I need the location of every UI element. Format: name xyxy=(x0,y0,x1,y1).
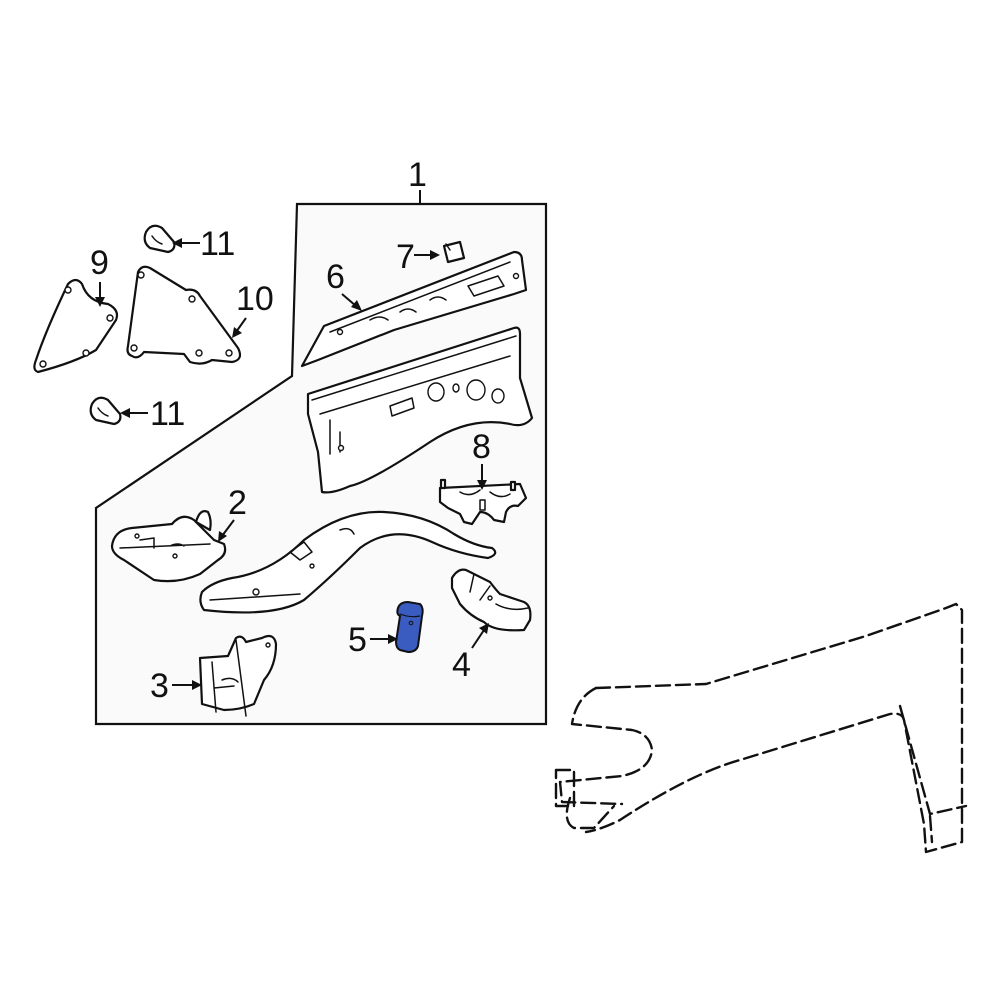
arrow-2 xyxy=(218,519,235,542)
arrow-7 xyxy=(414,250,440,260)
callout-8-label[interactable]: 8 xyxy=(472,428,491,466)
callout-5-label[interactable]: 5 xyxy=(348,621,367,659)
callout-3-label[interactable]: 3 xyxy=(150,667,169,705)
arrow-11-bottom xyxy=(120,408,148,418)
part-5-reinforcement-highlighted[interactable] xyxy=(394,600,424,654)
callout-11-top-label[interactable]: 11 xyxy=(200,225,235,263)
callout-11-bottom-label[interactable]: 11 xyxy=(150,395,185,433)
part-2-front-bracket[interactable] xyxy=(110,510,227,583)
part-apron-panel[interactable] xyxy=(306,326,534,494)
arrow-9 xyxy=(95,282,105,307)
part-3-lower-bracket[interactable] xyxy=(198,634,278,717)
arrow-4 xyxy=(471,623,489,649)
part-6-upper-rail[interactable] xyxy=(300,250,528,368)
callout-7-label[interactable]: 7 xyxy=(396,238,415,276)
arrow-11-top xyxy=(172,238,200,248)
part-9-seal[interactable] xyxy=(33,278,119,374)
callout-2-label[interactable]: 2 xyxy=(228,484,247,522)
arrow-6 xyxy=(341,293,362,311)
callout-1-label[interactable]: 1 xyxy=(408,156,427,194)
part-10-seal[interactable] xyxy=(126,265,242,365)
part-11-plug-top[interactable] xyxy=(143,224,176,254)
callout-9-label[interactable]: 9 xyxy=(90,244,109,282)
part-wheelhouse-arch[interactable] xyxy=(199,510,497,614)
arrow-3 xyxy=(172,680,202,690)
part-8-mount-bracket[interactable] xyxy=(438,478,528,526)
fender-reference-outline xyxy=(554,602,968,854)
part-4-rear-extension[interactable] xyxy=(450,568,532,632)
arrow-8 xyxy=(477,464,487,490)
callout-10-label[interactable]: 10 xyxy=(236,280,274,318)
part-7-clip[interactable] xyxy=(442,240,466,264)
part-11-plug-bottom[interactable] xyxy=(89,396,122,426)
arrow-10 xyxy=(232,317,247,338)
callout-4-label[interactable]: 4 xyxy=(452,646,471,684)
arrow-5 xyxy=(370,634,398,644)
callout-6-label[interactable]: 6 xyxy=(326,258,345,296)
